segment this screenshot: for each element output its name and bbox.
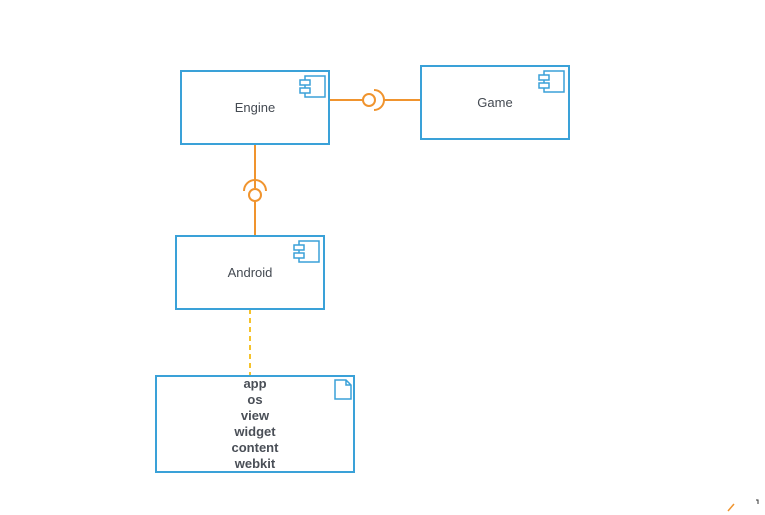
engine-game-connector[interactable] — [329, 89, 421, 111]
artifact-line: app — [243, 376, 266, 391]
component-label: Android — [228, 265, 273, 280]
artifact-line: widget — [233, 424, 276, 439]
component-icon — [293, 240, 320, 263]
provided-interface-ball — [362, 93, 376, 107]
component-icon — [538, 70, 565, 93]
corner-resize-icon[interactable] — [727, 499, 759, 512]
component-label: Game — [477, 95, 512, 110]
component-label: Engine — [235, 100, 275, 115]
provided-interface-ball — [248, 188, 262, 202]
artifact-line: content — [232, 440, 280, 455]
artifact-line: webkit — [234, 456, 276, 471]
document-icon — [334, 379, 352, 400]
artifact-box — [155, 375, 355, 473]
required-interface-socket — [243, 179, 267, 192]
component-engine[interactable]: Engine — [180, 70, 330, 145]
component-icon — [299, 75, 326, 98]
engine-android-connector[interactable] — [243, 144, 267, 236]
artifact-line: os — [247, 392, 262, 407]
artifact-line: view — [241, 408, 270, 423]
component-android[interactable]: Android — [175, 235, 325, 310]
component-game[interactable]: Game — [420, 65, 570, 140]
